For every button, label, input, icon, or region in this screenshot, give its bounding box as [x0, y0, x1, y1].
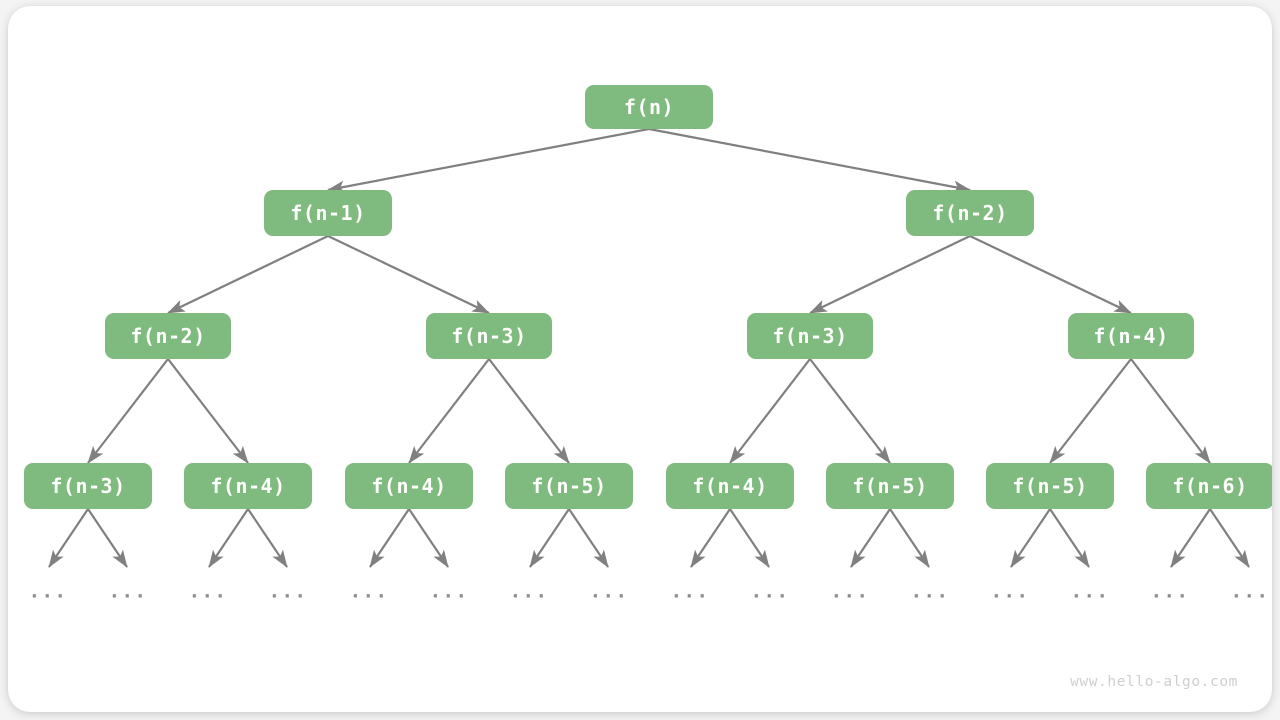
leaf-ellipsis-1: ... — [108, 580, 148, 603]
watermark: www.hello-algo.com — [1070, 674, 1238, 690]
leaf-ellipsis-7: ... — [589, 580, 629, 603]
tree-node-n2: f(n-2) — [906, 190, 1034, 236]
tree-node-n4: f(n-3) — [426, 313, 552, 359]
tree-node-n9: f(n-4) — [345, 463, 473, 509]
edge-n1-to-n3 — [167, 235, 329, 314]
edge-n2-to-n6 — [969, 235, 1132, 314]
tree-node-n0: f(n) — [585, 85, 713, 129]
leaf-edge-6 — [529, 508, 570, 568]
leaf-edge-4 — [369, 508, 410, 568]
leaf-edge-12 — [1010, 508, 1051, 568]
leaf-ellipsis-8: ... — [670, 580, 710, 603]
leaf-ellipsis-4: ... — [349, 580, 389, 603]
tree-node-n10: f(n-5) — [505, 463, 633, 509]
leaf-edge-10 — [850, 508, 891, 568]
leaf-ellipsis-14: ... — [1150, 580, 1190, 603]
tree-node-n3: f(n-2) — [105, 313, 231, 359]
leaf-ellipsis-2: ... — [188, 580, 228, 603]
leaf-edge-7 — [568, 508, 609, 568]
edge-n2-to-n5 — [809, 235, 971, 314]
leaf-edge-13 — [1049, 508, 1090, 568]
edge-n3-to-n8 — [167, 358, 249, 464]
leaf-edge-11 — [889, 508, 930, 568]
leaf-edge-15 — [1209, 508, 1250, 568]
edge-n5-to-n12 — [809, 358, 891, 464]
edge-n5-to-n11 — [729, 358, 811, 464]
edge-n1-to-n4 — [327, 235, 490, 314]
tree-node-n13: f(n-5) — [986, 463, 1114, 509]
leaf-ellipsis-10: ... — [830, 580, 870, 603]
leaf-ellipsis-5: ... — [429, 580, 469, 603]
leaf-edge-2 — [208, 508, 249, 568]
leaf-edge-3 — [247, 508, 288, 568]
edge-n4-to-n9 — [408, 358, 490, 464]
leaf-ellipsis-3: ... — [268, 580, 308, 603]
tree-node-n11: f(n-4) — [666, 463, 794, 509]
leaf-ellipsis-11: ... — [910, 580, 950, 603]
leaf-ellipsis-13: ... — [1070, 580, 1110, 603]
leaf-ellipsis-9: ... — [750, 580, 790, 603]
leaf-edge-14 — [1170, 508, 1211, 568]
tree-node-n7: f(n-3) — [24, 463, 152, 509]
leaf-edge-1 — [87, 508, 128, 568]
tree-node-n5: f(n-3) — [747, 313, 873, 359]
leaf-ellipsis-6: ... — [509, 580, 549, 603]
edge-n6-to-n14 — [1130, 358, 1211, 464]
leaf-edges — [48, 508, 1250, 568]
leaf-edge-0 — [48, 508, 89, 568]
edge-n4-to-n10 — [488, 358, 570, 464]
tree-edges — [87, 127, 1211, 464]
tree-node-n6: f(n-4) — [1068, 313, 1194, 359]
diagram-card: f(n) f(n-1) f(n-2) f(n-2) f(n-3) f(n-3) f(n-4)… — [8, 6, 1272, 712]
edge-n0-to-n1 — [327, 127, 650, 194]
leaf-edge-5 — [408, 508, 449, 568]
leaf-ellipsis-12: ... — [990, 580, 1030, 603]
leaf-edge-8 — [690, 508, 731, 568]
edge-n3-to-n7 — [87, 358, 169, 464]
leaf-edge-9 — [729, 508, 770, 568]
tree-node-n1: f(n-1) — [264, 190, 392, 236]
tree-node-n14: f(n-6) — [1146, 463, 1272, 509]
edge-n0-to-n2 — [648, 127, 971, 194]
tree-node-n8: f(n-4) — [184, 463, 312, 509]
leaf-ellipsis-15: ... — [1230, 580, 1270, 603]
edge-n6-to-n13 — [1049, 358, 1132, 464]
leaf-ellipsis-0: ... — [28, 580, 68, 603]
tree-node-n12: f(n-5) — [826, 463, 954, 509]
